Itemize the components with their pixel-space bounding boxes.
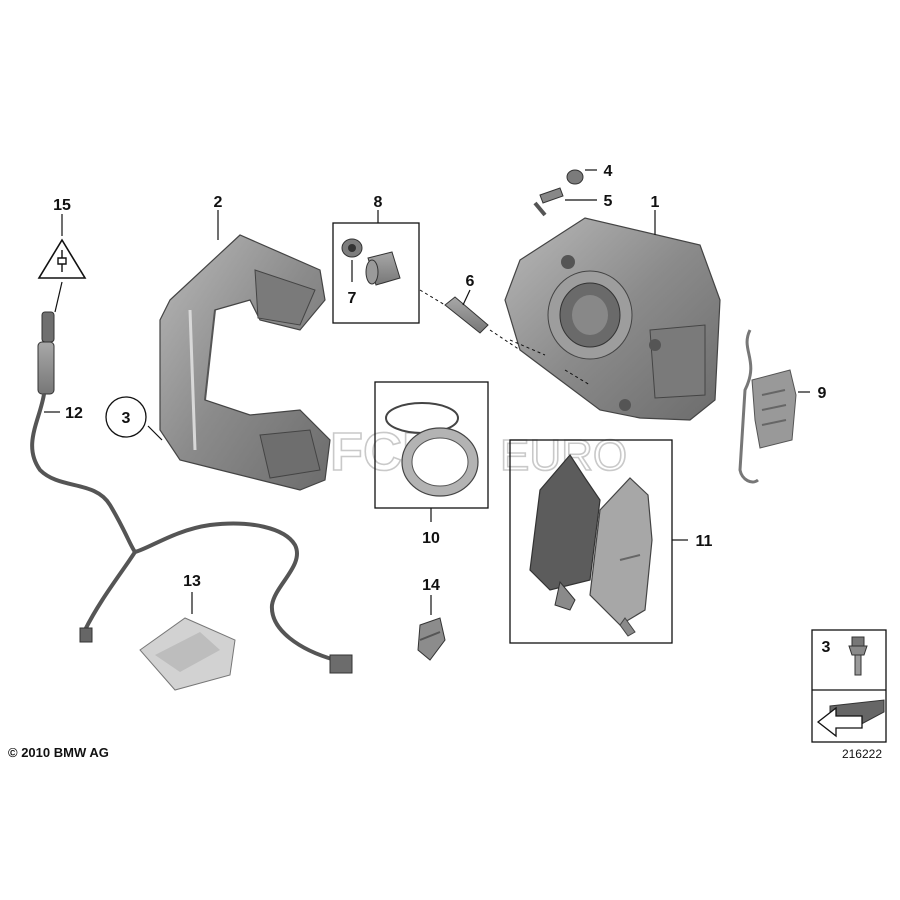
assembly-line-1 [509, 339, 591, 386]
guide-bolt [444, 296, 489, 334]
callout-10: 10 [422, 530, 440, 547]
bolt-icon [848, 636, 868, 676]
callout-12: 12 [65, 405, 83, 422]
callout-2: 2 [214, 194, 223, 211]
legend-box: 3 [811, 629, 887, 743]
callout-3-text: 3 [122, 410, 131, 427]
bleeder-screw [533, 187, 564, 217]
warning-plug-icon [37, 238, 87, 279]
callout-9: 9 [818, 385, 827, 402]
callout-6: 6 [466, 273, 475, 290]
caliper-carrier [159, 234, 331, 491]
callout-11: 11 [696, 533, 713, 550]
guide-bushing-set [341, 238, 401, 286]
callout-5: 5 [604, 193, 613, 210]
callout-labels: 1 2 3 4 5 6 7 8 9 10 11 12 13 14 15 [53, 163, 826, 594]
bleeder-cap [566, 169, 584, 185]
brake-pads [529, 454, 653, 637]
callout-8: 8 [374, 194, 383, 211]
callout-4: 4 [604, 163, 613, 180]
brake-caliper [504, 217, 721, 421]
piston-seal-kit [385, 402, 479, 497]
callout-14: 14 [422, 577, 440, 594]
leader-6 [462, 289, 471, 306]
callout-1: 1 [651, 194, 660, 211]
callout-15: 15 [53, 197, 71, 214]
legend-number: 3 [822, 639, 831, 656]
direction-arrow-icon [816, 699, 885, 738]
wear-sensor-cable [30, 311, 353, 674]
leader-15b [54, 281, 63, 313]
callout-3: 3 [105, 396, 147, 438]
leader-3 [147, 425, 163, 441]
diagram-id: 216222 [842, 747, 882, 761]
copyright: © 2010 BMW AG [8, 745, 109, 760]
anti-rattle-spring [738, 329, 797, 484]
assembly-line-6 [419, 289, 521, 351]
retaining-clip [417, 617, 446, 661]
callout-7: 7 [348, 290, 357, 307]
part-11-box [509, 439, 673, 644]
callout-13: 13 [183, 573, 201, 590]
grease-packet [139, 617, 236, 691]
part-8-box [332, 222, 420, 324]
